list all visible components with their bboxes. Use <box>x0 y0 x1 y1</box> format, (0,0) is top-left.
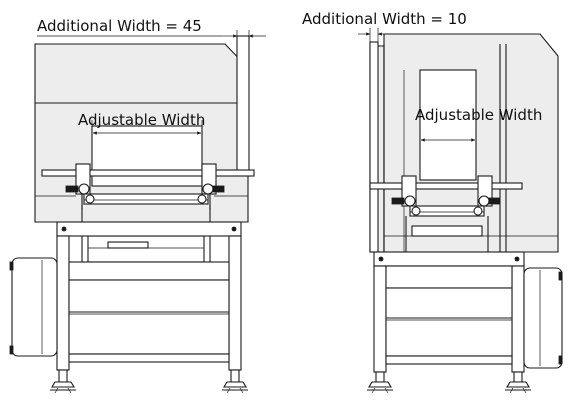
right-guide-rail <box>369 182 523 190</box>
right-foot-left <box>367 371 393 394</box>
left-foot-right <box>222 369 248 394</box>
left-leg-right <box>228 235 242 371</box>
left-control-box <box>11 257 58 357</box>
left-conveyor <box>83 193 209 205</box>
left-cabinet <box>68 279 230 355</box>
left-frame-top <box>56 221 242 237</box>
right-guide-clamp-right <box>477 175 501 207</box>
right-foot-right <box>505 371 531 394</box>
left-guide-clamp-left <box>65 163 91 210</box>
right-guide-clamp-left <box>391 175 417 207</box>
left-extension-rod <box>236 35 250 173</box>
right-control-box <box>523 267 563 369</box>
right-conveyor <box>409 205 485 217</box>
right-extension-panel <box>369 41 379 253</box>
left-guide-rail <box>41 169 255 177</box>
right-aperture <box>419 69 477 181</box>
left-leg-left <box>56 235 70 371</box>
left-additional-width-label: Additional Width = 45 <box>37 17 202 35</box>
left-guide-clamp-right <box>201 163 225 210</box>
left-adjustable-width-label: Adjustable Width <box>78 111 205 129</box>
left-foot-left <box>50 369 76 394</box>
right-adjustable-width-label: Adjustable Width <box>415 106 542 124</box>
right-machine: Additional Width = 10 Adjustable Width <box>302 10 563 394</box>
right-leg-left <box>373 265 387 373</box>
right-leg-right <box>511 265 525 373</box>
left-machine: Additional Width = 45 Adjustable Width <box>9 17 266 394</box>
right-cabinet <box>385 287 513 357</box>
left-aperture <box>91 125 203 187</box>
right-additional-width-label: Additional Width = 10 <box>302 10 467 28</box>
right-frame-top <box>373 251 525 267</box>
